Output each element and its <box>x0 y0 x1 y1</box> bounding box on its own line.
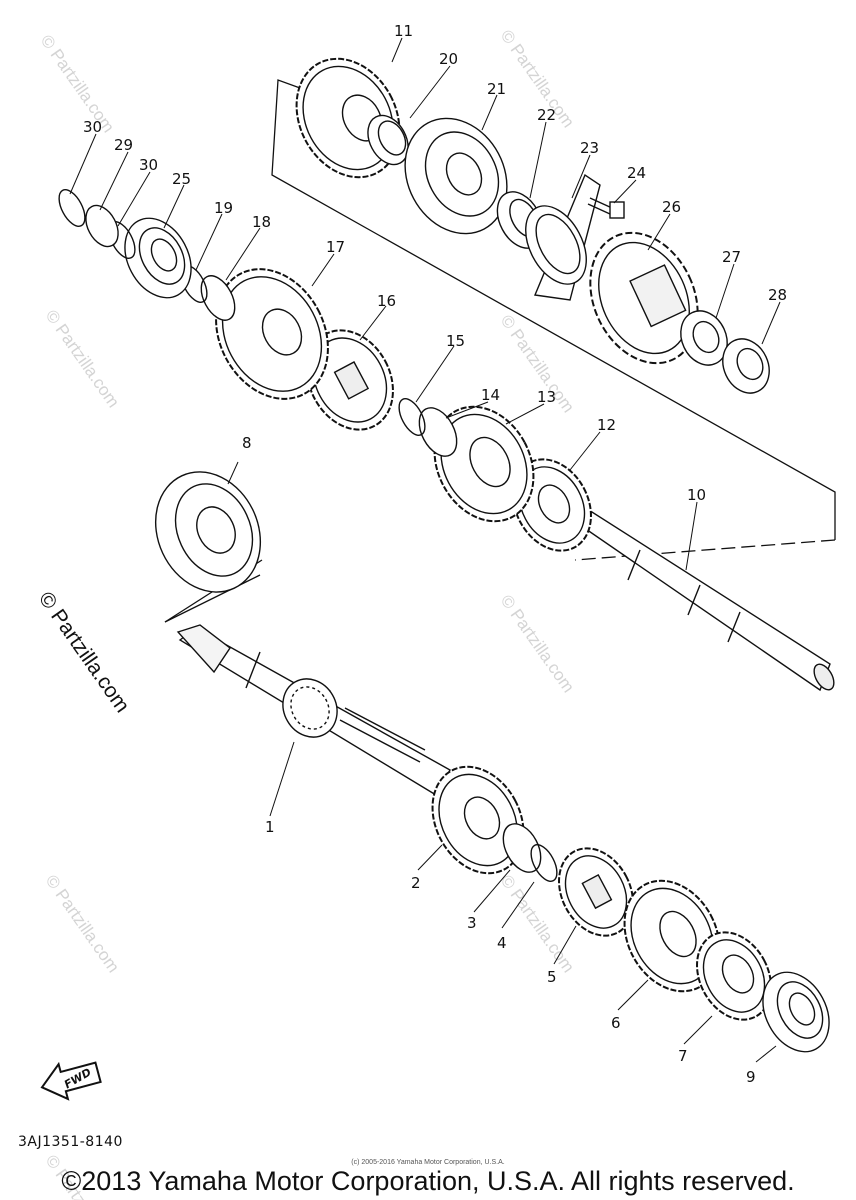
callout-6: 6 <box>611 1014 621 1032</box>
callout-4: 4 <box>497 934 507 952</box>
collar-20 <box>367 114 409 166</box>
sprocket-group <box>295 57 770 394</box>
callout-17: 17 <box>326 238 345 256</box>
callout-15: 15 <box>446 332 465 350</box>
nut-28 <box>722 338 770 394</box>
retainer-plate-23 <box>525 173 601 301</box>
bearing-8 <box>154 471 262 593</box>
callout-22: 22 <box>537 106 556 124</box>
callout-18: 18 <box>252 213 271 231</box>
callout-11: 11 <box>394 22 413 40</box>
callout-7: 7 <box>678 1047 688 1065</box>
circlip-4 <box>530 844 558 882</box>
callout-16: 16 <box>377 292 396 310</box>
gear-1 <box>282 678 338 738</box>
watermark-large: © Partzilla.com <box>34 588 134 717</box>
callout-1: 1 <box>265 818 275 836</box>
gear-2 <box>431 765 525 875</box>
gear-11 <box>295 57 401 179</box>
callout-13: 13 <box>537 388 556 406</box>
small-copyright: (c) 2005-2016 Yamaha Motor Corporation, … <box>351 1159 505 1166</box>
watermark: © Partzilla.com <box>497 591 578 696</box>
callout-30b: 30 <box>139 156 158 174</box>
watermark: © Partzilla.com <box>37 31 118 136</box>
washer-14 <box>418 407 458 457</box>
callout-12: 12 <box>597 416 616 434</box>
callout-labels: 1 2 3 4 5 6 7 8 9 10 11 12 13 14 15 16 1… <box>83 22 787 1086</box>
callout-25: 25 <box>172 170 191 188</box>
watermark: © Partzilla.com <box>42 306 123 411</box>
gear-16 <box>306 329 394 431</box>
lock-washer-27 <box>680 310 728 366</box>
gear-5 <box>558 847 634 937</box>
gear-7 <box>696 931 772 1021</box>
callout-23: 23 <box>580 139 599 157</box>
callout-30a: 30 <box>83 118 102 136</box>
callout-9: 9 <box>746 1068 756 1086</box>
bearing-21 <box>404 117 508 235</box>
callout-28: 28 <box>768 286 787 304</box>
callout-29: 29 <box>114 136 133 154</box>
washer-18 <box>200 275 236 321</box>
circlip-30a <box>58 189 86 227</box>
main-axle-assembly <box>176 624 830 1053</box>
callout-21: 21 <box>487 80 506 98</box>
bearing-25 <box>124 217 192 299</box>
drawing-number: 3AJ1351-8140 <box>18 1134 123 1150</box>
callout-10: 10 <box>687 486 706 504</box>
callout-26: 26 <box>662 198 681 216</box>
callout-3: 3 <box>467 914 477 932</box>
gear-6 <box>623 879 721 993</box>
callout-24: 24 <box>627 164 646 182</box>
watermark: © Partzilla.com <box>42 871 123 976</box>
gear-17 <box>215 268 329 400</box>
circlip-15 <box>398 398 426 436</box>
washer-3 <box>502 823 542 873</box>
fwd-arrow-icon: FWD <box>40 1061 102 1101</box>
copyright-notice: ©2013 Yamaha Motor Corporation, U.S.A. A… <box>61 1166 795 1196</box>
collar-29 <box>85 204 119 248</box>
drive-axle-assembly <box>58 189 835 692</box>
callout-27: 27 <box>722 248 741 266</box>
callout-2: 2 <box>411 874 421 892</box>
callout-5: 5 <box>547 968 557 986</box>
drive-axle-shaft <box>578 511 831 692</box>
sprocket-26 <box>589 231 699 365</box>
callout-20: 20 <box>439 50 458 68</box>
bearing-9 <box>762 971 830 1053</box>
callout-14: 14 <box>481 386 500 404</box>
gear-13 <box>433 405 535 523</box>
leader-lines <box>69 37 781 1063</box>
callout-8: 8 <box>242 434 252 452</box>
axle-shaft-end <box>176 624 231 674</box>
callout-19: 19 <box>214 199 233 217</box>
bolt-24 <box>587 197 625 219</box>
